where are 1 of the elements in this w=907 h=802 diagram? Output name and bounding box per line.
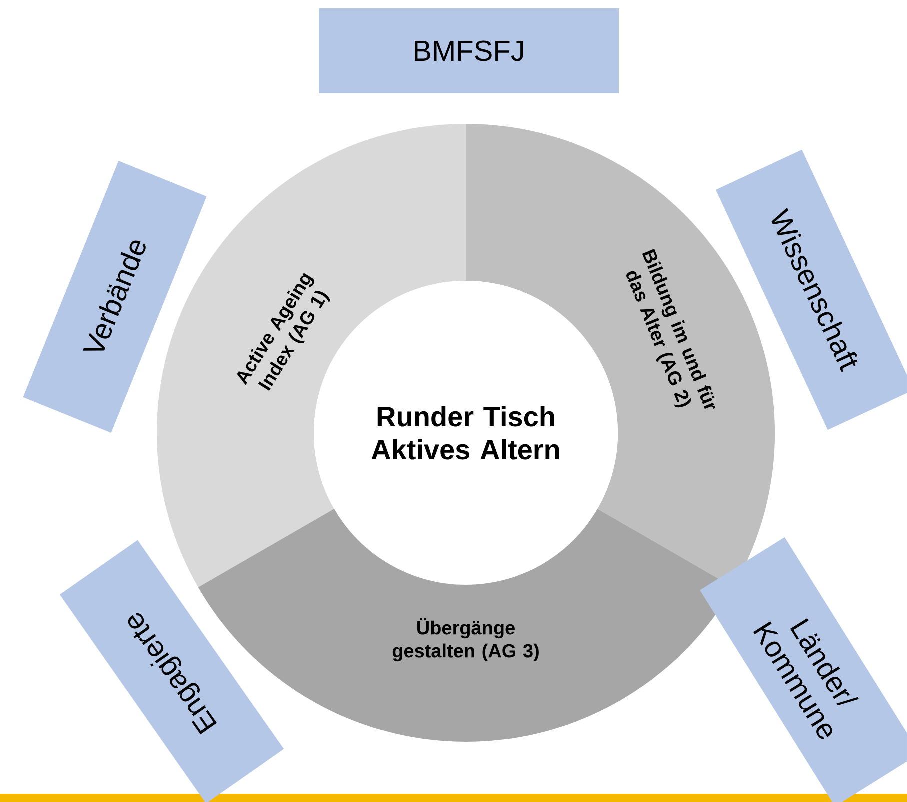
stakeholder-box: BMFSFJ	[319, 8, 619, 94]
